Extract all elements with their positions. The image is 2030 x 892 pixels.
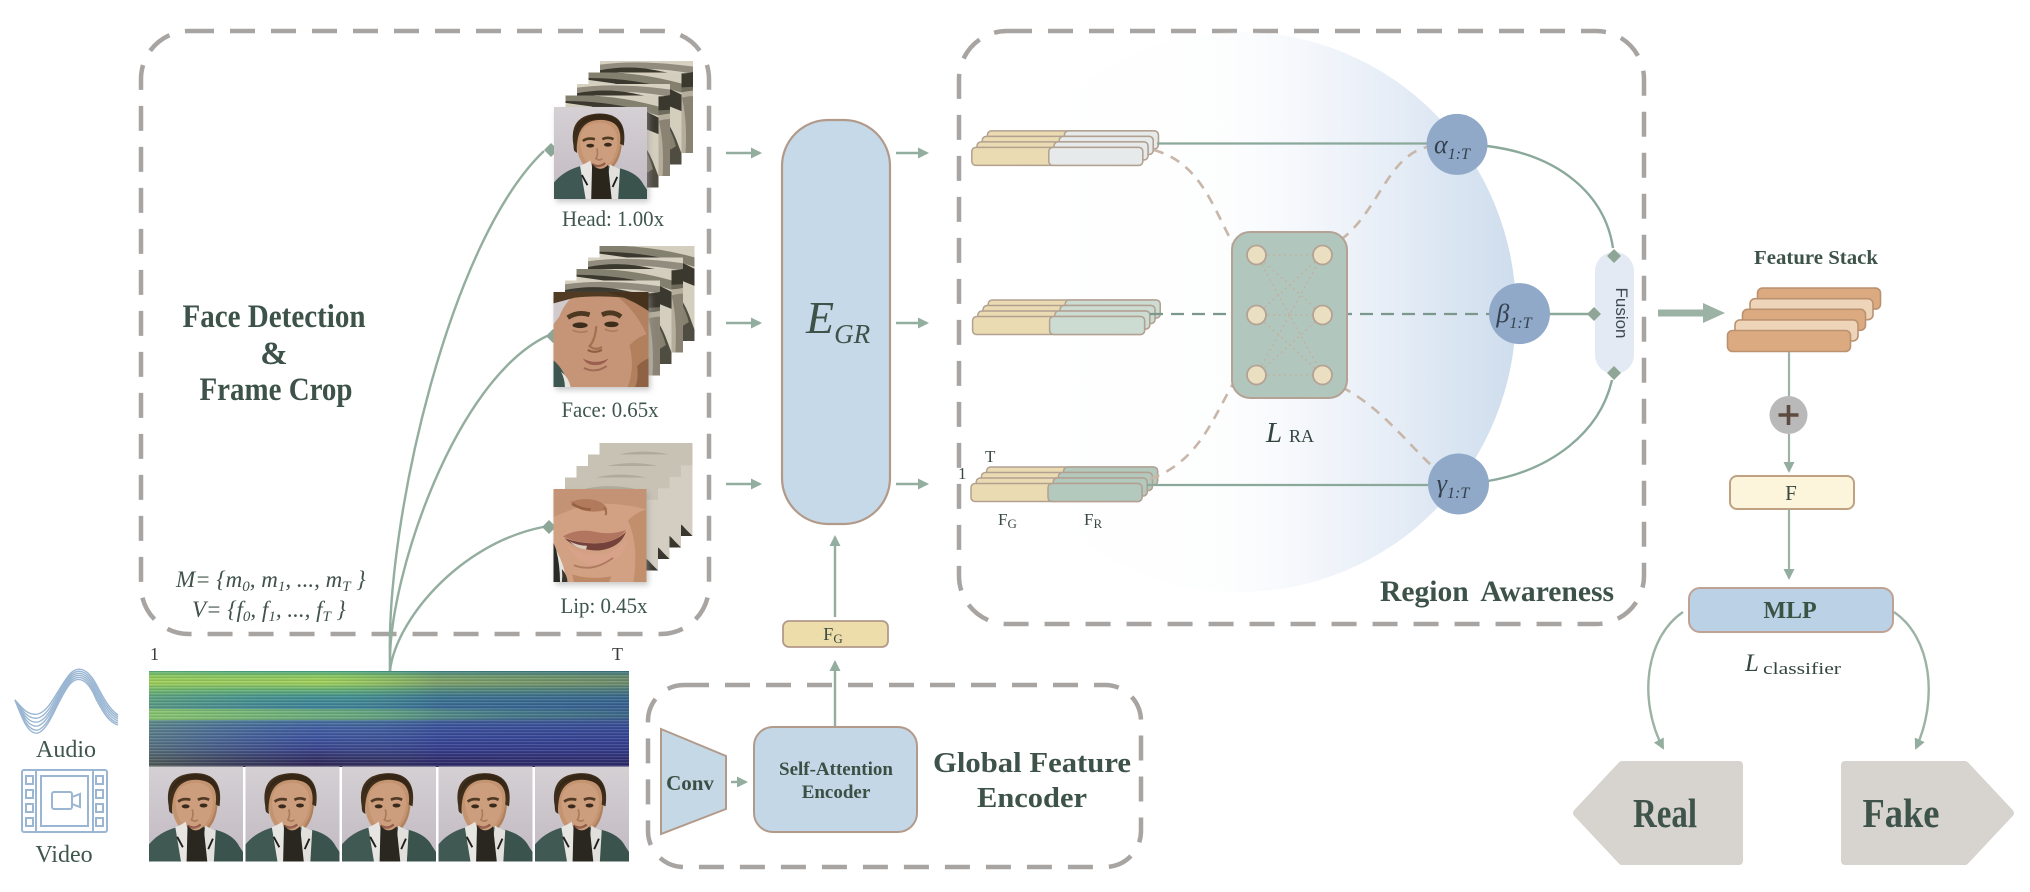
svg-text:Global Feature: Global Feature [933,748,1131,779]
svg-text:1: 1 [150,644,159,664]
svg-text:Fake: Fake [1863,790,1940,836]
svg-text:FG: FG [998,510,1017,531]
svg-text:1: 1 [958,464,967,483]
svg-text:Frame Crop: Frame Crop [200,372,353,408]
svg-text:Region Awareness: Region Awareness [1380,575,1614,608]
svg-text:FR: FR [1084,510,1102,531]
svg-text:classifier: classifier [1763,659,1841,678]
svg-text:T: T [612,644,623,664]
svg-text:α1:T: α1:T [1434,130,1471,163]
svg-text:Fusion: Fusion [1612,287,1631,338]
svg-text:Lip: 0.45x: Lip: 0.45x [561,593,648,618]
svg-text:Feature Stack: Feature Stack [1754,247,1879,269]
svg-text:M= {m0, m1, ..., mT }: M= {m0, m1, ..., mT } [175,567,366,595]
svg-text:Audio: Audio [36,737,96,763]
svg-text:Conv: Conv [666,771,714,795]
svg-text:L: L [1744,650,1759,677]
svg-text:L: L [1265,417,1282,449]
svg-text:Face: 0.65x: Face: 0.65x [562,397,659,422]
svg-text:Video: Video [35,842,92,868]
svg-text:V= {f0, f1, ..., fT }: V= {f0, f1, ..., fT } [192,597,346,625]
svg-text:Face Detection: Face Detection [183,299,366,335]
svg-text:Self-Attention: Self-Attention [779,759,893,780]
svg-text:F: F [1785,481,1797,505]
svg-text:RA: RA [1289,426,1314,446]
svg-text:Real: Real [1633,790,1697,836]
svg-text:Head: 1.00x: Head: 1.00x [562,206,664,231]
svg-text:Encoder: Encoder [977,783,1087,814]
svg-text:Encoder: Encoder [802,782,871,803]
svg-text:T: T [985,447,996,466]
svg-text:&: & [260,336,288,372]
svg-text:MLP: MLP [1763,598,1816,624]
